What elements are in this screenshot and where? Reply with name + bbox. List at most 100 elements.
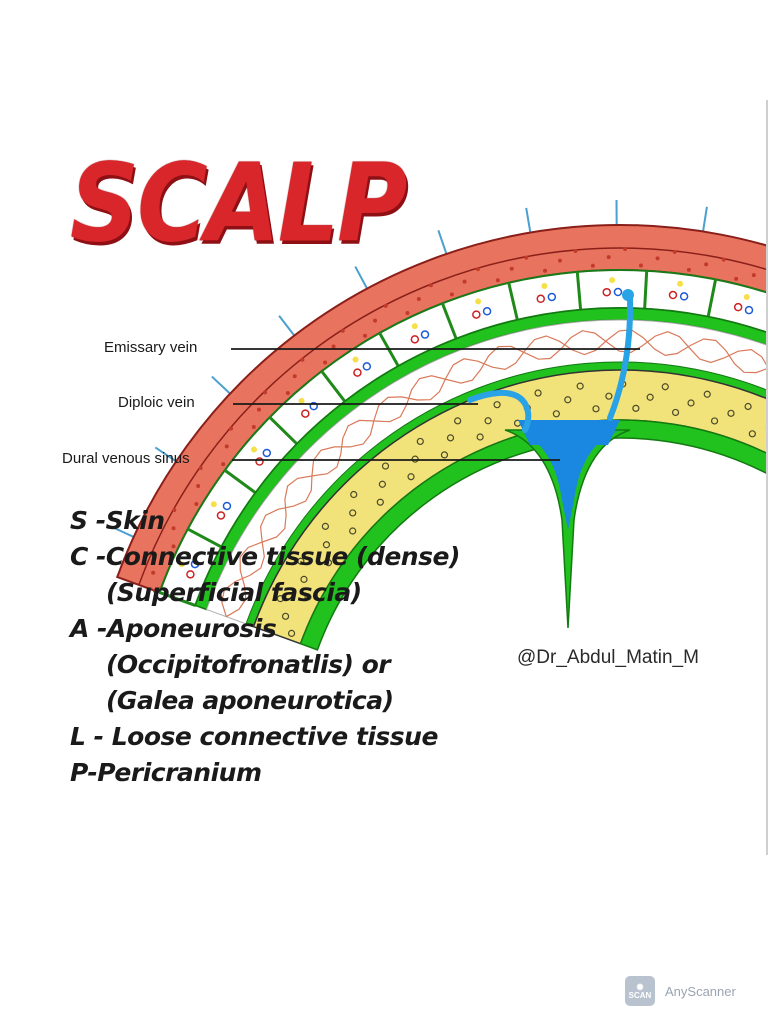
emissary-vein-origin (622, 289, 634, 301)
diploe-space (748, 430, 756, 438)
diploe-space (703, 390, 711, 398)
page-title: SCALP (70, 141, 407, 267)
artery (301, 409, 310, 418)
skin-dot (590, 263, 595, 268)
skin-dot (373, 318, 378, 323)
skin-dot (229, 426, 234, 431)
diploe-space (381, 462, 390, 470)
diploic-vein (467, 390, 532, 433)
mnemonic-row: S -Skin (70, 506, 165, 535)
diploe-space (476, 433, 484, 441)
vein (262, 448, 272, 458)
dura-layer (299, 419, 766, 651)
diploe-space (484, 417, 492, 425)
emissary-vein (607, 295, 634, 421)
mnemonic-row: A -Aponeurosis (70, 614, 277, 643)
septum (706, 279, 718, 317)
diploe-space (324, 559, 333, 567)
skin-dot (495, 278, 500, 283)
diploe-space (576, 382, 584, 390)
mnemonic-row: C -Connective tissue (dense) (70, 542, 460, 571)
skin-dot (686, 267, 691, 272)
vein (420, 330, 430, 339)
skin-dot (263, 390, 268, 395)
skin-dot (171, 544, 176, 549)
dense-septa (159, 270, 718, 607)
skin-dot (150, 552, 155, 557)
artery (186, 570, 195, 579)
skin-dot (194, 501, 199, 506)
mnemonic-row: (Occipitofronatlis) or (106, 650, 391, 679)
diploic-vein-label: Diploic vein (118, 394, 195, 411)
skin-dot (340, 328, 345, 333)
skin-dot (638, 263, 643, 268)
scanner-logo-icon: ◉ SCAN (625, 976, 655, 1006)
mnemonic-row: (Superficial fascia) (106, 578, 362, 607)
diploe-space (605, 392, 613, 400)
skin-dot (449, 292, 454, 297)
artery (536, 294, 545, 304)
skin-dot (221, 462, 226, 467)
page-edge (766, 100, 768, 855)
septum (187, 527, 223, 549)
vein (547, 292, 557, 302)
diploe-space (440, 451, 449, 459)
septum (507, 282, 519, 321)
fat-lobule (609, 277, 616, 284)
septum (575, 271, 583, 310)
septum (223, 469, 257, 494)
fat-lobule (352, 356, 359, 363)
diploe-space (321, 522, 329, 530)
vein (190, 559, 200, 569)
fat-lobule (210, 501, 217, 508)
diploe-space (349, 527, 357, 535)
skin-dot (475, 267, 480, 272)
skin-dot (509, 266, 514, 271)
skin-dot (331, 344, 336, 349)
skin-dot (524, 255, 529, 260)
diploe-space (534, 389, 542, 397)
fat-lobule (743, 294, 750, 301)
diploe-space (564, 396, 572, 404)
skin-dot (623, 247, 628, 252)
skin-dot (198, 465, 203, 470)
skin-dot (405, 310, 410, 315)
vein (482, 307, 492, 316)
diploe-space (322, 541, 331, 549)
skin-dot (704, 262, 709, 267)
skin-dot (606, 255, 611, 260)
diploe-space (446, 434, 455, 442)
scanner-badge: SCAN (628, 991, 652, 1000)
scanner-name: AnyScanner (665, 983, 736, 999)
skin-dot (285, 390, 290, 395)
artery (472, 310, 481, 319)
skin-texture (150, 247, 756, 593)
skin-dot (428, 283, 433, 288)
septum (441, 302, 458, 340)
vein (613, 287, 623, 297)
skin-dot (172, 508, 177, 513)
fat-lobule (411, 323, 418, 330)
fat-lobule (475, 298, 482, 305)
diploe-space (671, 408, 680, 417)
skin-dot (557, 258, 562, 263)
skin-dot (300, 357, 305, 362)
dural-venous-sinus-label: Dural venous sinus (62, 450, 190, 467)
artery (668, 290, 678, 300)
scalp-mnemonic-list: S -Skin C -Connective tissue (dense) (Supe… (70, 503, 460, 791)
septum (159, 591, 196, 607)
skin-dot (251, 424, 256, 429)
diploe-space (687, 399, 695, 407)
artery (255, 457, 264, 466)
scanner-watermark: ◉ SCAN AnyScanner (625, 976, 736, 1006)
skin-dot (751, 273, 756, 278)
skin-dot (462, 279, 467, 284)
septum (320, 370, 347, 403)
mnemonic-row: L - Loose connective tissue (70, 722, 438, 751)
mnemonic-row: P-Pericranium (70, 758, 262, 787)
skin-dot (543, 268, 548, 273)
diploe-space (287, 629, 296, 637)
skin-dot (655, 256, 660, 261)
diploe-space (416, 437, 424, 446)
diploe-space (350, 490, 358, 499)
